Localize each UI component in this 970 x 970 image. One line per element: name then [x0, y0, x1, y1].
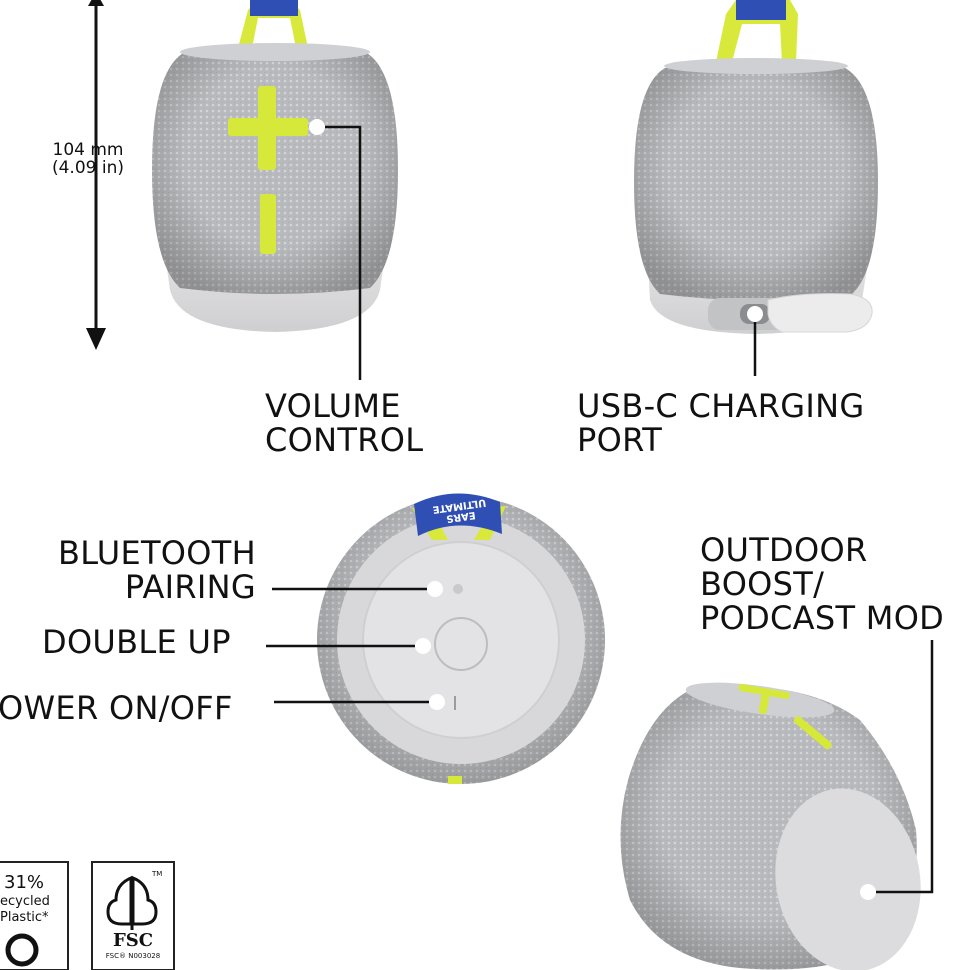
strap-tag [414, 493, 502, 536]
bluetooth-pairing-label: BLUETOOTH PAIRING [57, 534, 256, 606]
double-up-label: DOUBLE UP [42, 623, 231, 661]
double-up-dot [415, 638, 431, 654]
recycled-plastic-badge [0, 861, 69, 970]
speaker-bottom-view [266, 493, 605, 784]
outdoor-boost-dot [860, 884, 876, 900]
port-cover-flap [767, 293, 873, 333]
strap-tag [736, 0, 786, 20]
height-inches: (4.09 in) [51, 158, 125, 178]
recycled-text-line3: Plastic* [0, 910, 49, 925]
fsc-label: FSC [112, 930, 154, 951]
strap-tag [250, 0, 298, 16]
height-dimension-label: 104 mm (4.09 in) [40, 141, 136, 177]
outdoor-boost-callout-line [876, 640, 934, 894]
recycle-icon [5, 933, 39, 967]
usbc-charging-port-label: USB-C CHARGING PORT [577, 387, 865, 459]
fsc-tm-mark: TM [152, 870, 163, 878]
volume-callout-line [325, 125, 362, 380]
speaker-back-view [634, 0, 878, 376]
volume-control-label: VOLUME CONTROL [265, 387, 424, 459]
fsc-tree-icon [106, 875, 158, 926]
power-dot [429, 694, 445, 710]
usbc-port-dot [747, 306, 763, 322]
recycled-percent: 31% [4, 872, 45, 893]
outdoor-boost-podcast-label: OUTDOOR BOOST/ PODCAST MOD [700, 531, 945, 637]
power-on-off-label: OWER ON/OFF [0, 689, 233, 727]
bluetooth-pairing-dot [427, 581, 443, 597]
recycled-text-line2: ecycled [0, 894, 50, 909]
fsc-code: FSC® N003028 [105, 952, 161, 960]
speaker-front-view [152, 0, 398, 380]
fsc-badge [91, 861, 175, 970]
volume-down-minus-icon [260, 194, 276, 254]
speaker-tilted-view [620, 640, 934, 970]
height-mm: 104 mm [52, 140, 124, 160]
volume-control-dot [309, 119, 325, 135]
height-dimension-arrow [86, 0, 106, 350]
